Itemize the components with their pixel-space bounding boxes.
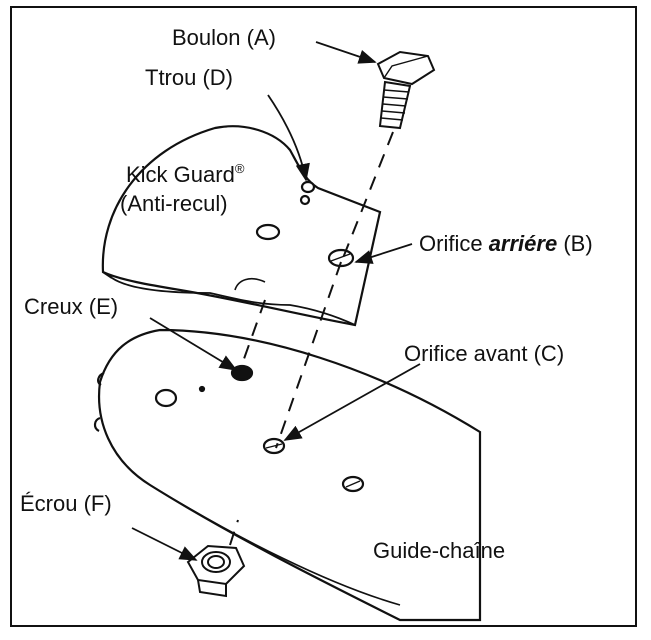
orifice-arriere-suffix: (B): [557, 231, 593, 256]
guide-bar: [93, 328, 482, 622]
kick-guard: [101, 125, 382, 327]
leader-ecrou: [131, 527, 198, 561]
bolt: [376, 50, 436, 130]
leader-orifice-arriere: [354, 243, 413, 264]
kick-guard-text: Kick Guard: [126, 162, 235, 187]
label-orifice-avant: Orifice avant (C): [404, 341, 565, 366]
orifice-arriere-prefix: Orifice: [419, 231, 489, 256]
label-guide-chaine: Guide-chaîne: [373, 538, 506, 563]
label-orifice-arriere: Orifice arriére (B): [419, 233, 593, 255]
label-boulon: Boulon (A): [172, 25, 276, 50]
orifice-arriere-emphasis: arriére: [488, 231, 558, 256]
leader-ttrou: [267, 94, 310, 182]
leader-boulon: [315, 41, 377, 64]
alignment-lines: [229, 131, 394, 546]
label-creux: Creux (E): [24, 294, 119, 319]
leader-orifice-avant: [283, 363, 421, 441]
label-ecrou: Écrou (F): [20, 491, 112, 516]
label-anti-recul: (Anti-recul): [120, 191, 228, 216]
leader-creux: [149, 317, 238, 371]
registered-mark: ®: [234, 161, 245, 176]
label-ttrou: Ttrou (D): [145, 65, 233, 90]
label-kick-guard: Kick Guard®: [126, 161, 245, 187]
nut: [186, 544, 246, 598]
